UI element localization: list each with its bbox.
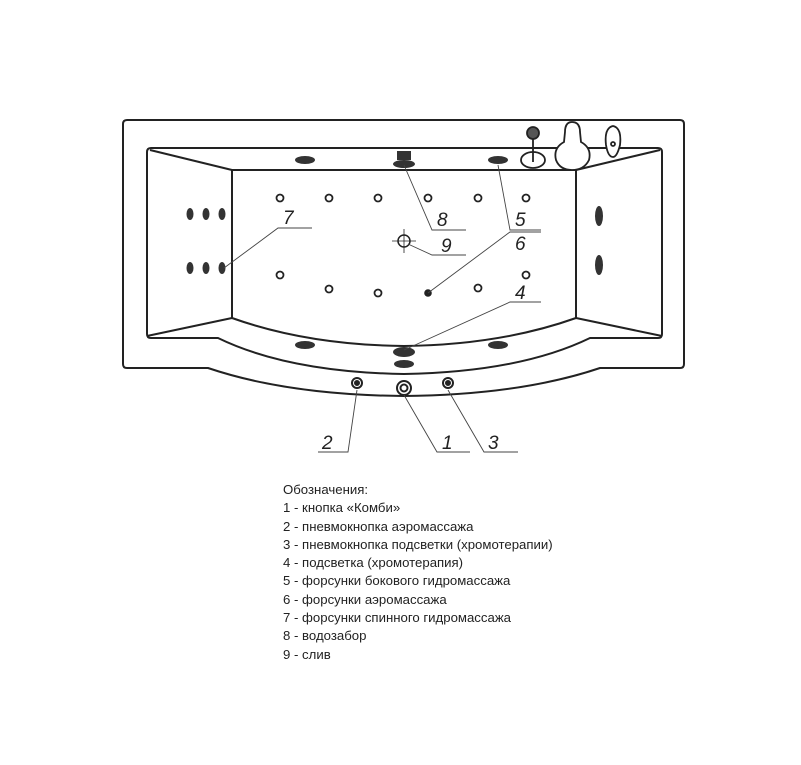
legend-title: Обозначения: (283, 482, 369, 497)
drain (392, 229, 416, 253)
back-jet (202, 262, 210, 274)
side-jet (488, 156, 508, 164)
side-jet (488, 341, 508, 349)
aero-jet (373, 193, 383, 203)
callout-2: 2 (321, 433, 333, 454)
light-fixture (394, 360, 414, 368)
control-buttons (351, 377, 454, 396)
callout-7: 7 (283, 208, 295, 229)
legend-item: 6 - форсунки аэромассажа (283, 591, 447, 607)
back-jets (186, 151, 603, 368)
water-intake (393, 160, 415, 168)
faucet-knob-icon (526, 126, 540, 140)
back-jet (218, 262, 226, 274)
callout-9: 9 (441, 236, 452, 257)
light-fixture (393, 347, 415, 357)
tub-basin-edge (146, 147, 663, 376)
callout-4: 4 (515, 283, 526, 304)
legend-item: 3 - пневмокнопка подсветки (хромотерапии… (283, 536, 553, 552)
faucet-fixtures (520, 121, 622, 171)
aero-jet (373, 288, 383, 298)
aero-jet (275, 193, 285, 203)
side-jet (595, 206, 603, 226)
aero-jet (521, 270, 531, 280)
callout-6: 6 (515, 234, 526, 255)
aero-jet (473, 193, 483, 203)
legend-item: 5 - форсунки бокового гидромассажа (283, 573, 511, 589)
legend-item: 9 - слив (283, 646, 331, 662)
legend-item: 1 - кнопка «Комби» (283, 500, 401, 516)
light-button (442, 377, 454, 389)
aero-button (351, 377, 363, 389)
back-jet (186, 208, 194, 220)
callout-8: 8 (437, 210, 448, 231)
callout-5: 5 (515, 210, 526, 231)
legend-item: 2 - пневмокнопка аэромассажа (283, 518, 474, 534)
legend-item: 4 - подсветка (хромотерапия) (283, 555, 464, 571)
aero-jet (275, 270, 285, 280)
aero-jet (324, 193, 334, 203)
callout-1: 1 (442, 433, 453, 454)
legend-item: 8 - водозабор (283, 628, 367, 644)
side-jet (595, 255, 603, 275)
aero-jet (473, 283, 483, 293)
combi-button (396, 380, 412, 396)
leader-lines (223, 164, 541, 453)
legend-item: 7 - форсунки спинного гидромассажа (283, 610, 511, 626)
hand-shower-icon (554, 121, 591, 171)
back-jet (202, 208, 210, 220)
side-jet (295, 156, 315, 164)
back-jet (218, 208, 226, 220)
callout-3: 3 (488, 433, 499, 454)
aero-jet (521, 193, 531, 203)
aero-jet (324, 284, 334, 294)
water-intake-grill (397, 151, 411, 160)
legend: Обозначения: 1 - кнопка «Комби» 2 - пнев… (283, 481, 553, 664)
aero-jets (275, 193, 531, 298)
side-jet (295, 341, 315, 349)
basin-bottom-ledge (146, 149, 663, 337)
tub-floor (231, 169, 577, 348)
aero-jet (423, 193, 433, 203)
back-jet (186, 262, 194, 274)
